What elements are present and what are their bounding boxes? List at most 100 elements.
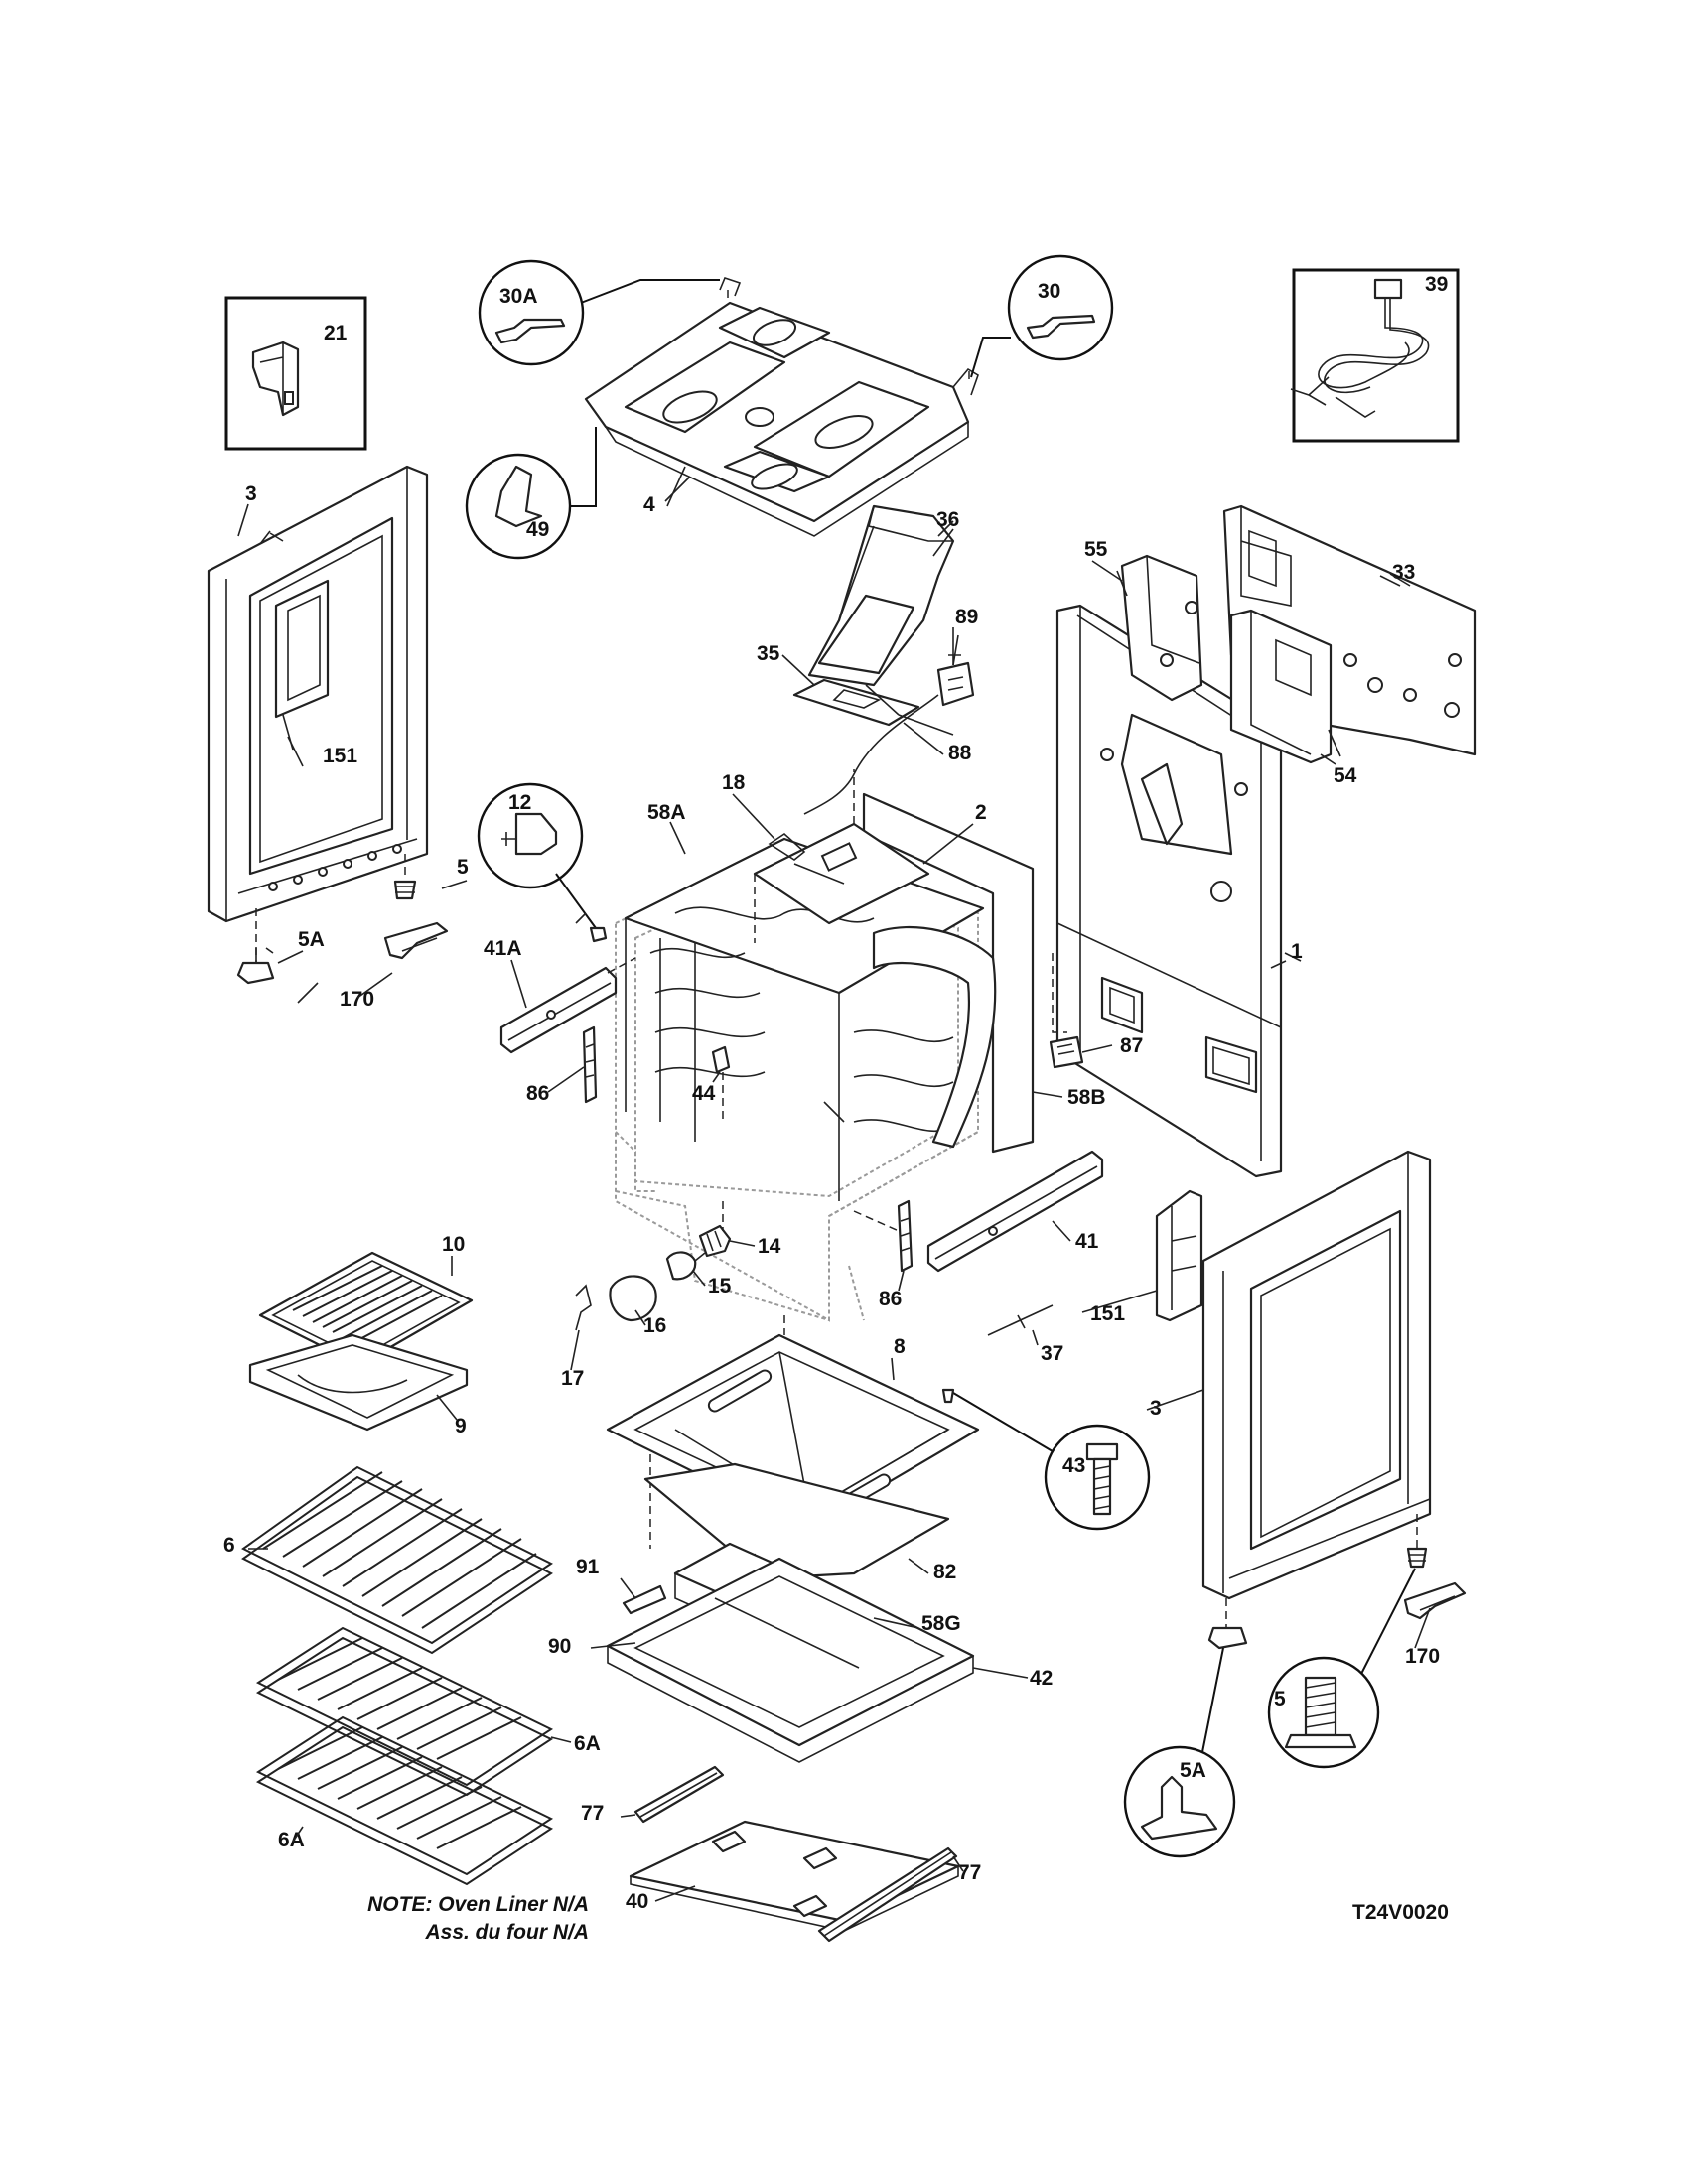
part-87-bracket (1049, 1035, 1084, 1069)
label-41: 41 (1075, 1230, 1099, 1253)
label-5-right: 5 (1274, 1688, 1286, 1710)
part-6A-rack-upper (255, 1626, 554, 1797)
oven-cavity (615, 842, 979, 1322)
label-170-right: 170 (1405, 1645, 1440, 1668)
label-4: 4 (643, 493, 655, 516)
label-55: 55 (1084, 538, 1108, 561)
label-18: 18 (722, 771, 746, 794)
label-17: 17 (561, 1367, 584, 1390)
part-6A-rack-lower (255, 1715, 554, 1886)
part-9-broil-pan (248, 1333, 469, 1432)
label-10: 10 (442, 1233, 465, 1256)
label-33: 33 (1392, 561, 1415, 584)
label-8: 8 (894, 1335, 906, 1358)
label-3-right: 3 (1150, 1397, 1162, 1420)
label-6A-lower: 6A (278, 1829, 305, 1851)
part-18-element (754, 769, 855, 943)
label-58G: 58G (921, 1612, 961, 1635)
label-41A: 41A (484, 937, 522, 960)
part-86-left (582, 1025, 598, 1104)
label-42: 42 (1030, 1667, 1053, 1690)
label-77-right: 77 (958, 1861, 981, 1884)
part-151-right (1155, 1189, 1203, 1322)
part-4-maintop (584, 277, 979, 537)
callout-49 (465, 427, 597, 560)
label-5A-left: 5A (298, 928, 325, 951)
label-5-left: 5 (457, 856, 469, 879)
note-line-2: Ass. du four N/A (424, 1921, 589, 1944)
label-16: 16 (643, 1314, 666, 1337)
label-36: 36 (936, 508, 959, 531)
label-82: 82 (933, 1561, 956, 1583)
leader-lines (259, 466, 1401, 1123)
part-36-vent (807, 504, 955, 687)
part-82-deflector (643, 1462, 950, 1580)
part-2-top-cover (753, 822, 930, 925)
label-37: 37 (1041, 1342, 1063, 1365)
label-88: 88 (948, 742, 972, 764)
diagram-code: T24V0020 (1352, 1901, 1449, 1924)
label-49: 49 (526, 518, 549, 541)
part-42-drawer-frame (606, 1557, 975, 1763)
label-2: 2 (975, 801, 987, 824)
part-21-inset (224, 296, 367, 451)
part-55-shield (1120, 554, 1203, 702)
label-58A: 58A (647, 801, 686, 824)
label-91: 91 (576, 1556, 600, 1578)
part-39-inset (1290, 268, 1460, 443)
label-89: 89 (955, 606, 978, 628)
part-3-right-panel (1201, 1150, 1432, 1600)
label-21: 21 (324, 322, 348, 344)
callout-12 (477, 782, 608, 943)
label-170-left: 170 (340, 988, 374, 1011)
label-14: 14 (758, 1235, 781, 1258)
label-151-left: 151 (323, 745, 357, 767)
part-77-slide-right (817, 1846, 958, 1943)
label-30A: 30A (499, 285, 538, 308)
label-6: 6 (223, 1534, 235, 1557)
part-35-plate (792, 678, 920, 727)
part-6-rack (241, 1465, 553, 1655)
label-54: 54 (1334, 764, 1357, 787)
label-86-left: 86 (526, 1082, 549, 1105)
part-1-back-panel (1052, 604, 1283, 1178)
label-1: 1 (1291, 940, 1303, 963)
label-12: 12 (508, 791, 531, 814)
right-legs (1207, 1514, 1467, 1650)
part-37-probe (987, 1304, 1054, 1336)
oven-light-parts (575, 1201, 732, 1331)
label-43: 43 (1062, 1454, 1085, 1477)
part-86-right (853, 1199, 914, 1273)
part-33-panel (1222, 504, 1477, 756)
label-9: 9 (455, 1415, 467, 1437)
note-line-1: NOTE: Oven Liner N/A (367, 1893, 589, 1916)
part-3-left-panel (207, 465, 429, 923)
callout-43 (941, 1388, 1151, 1531)
label-58B: 58B (1067, 1086, 1106, 1109)
part-91-bracket (622, 1584, 667, 1615)
callout-5-right (1267, 1568, 1416, 1769)
part-44-sensor (711, 1045, 731, 1122)
label-39: 39 (1425, 273, 1448, 296)
label-35: 35 (757, 642, 780, 665)
callout-5A-right (1123, 1647, 1236, 1858)
label-151-right: 151 (1090, 1302, 1125, 1325)
label-44: 44 (692, 1082, 716, 1105)
part-89-switch (803, 634, 975, 815)
left-legs (236, 854, 449, 985)
label-77-left: 77 (581, 1802, 604, 1825)
label-30: 30 (1038, 280, 1060, 303)
label-15: 15 (708, 1275, 732, 1297)
label-3-left: 3 (245, 482, 257, 505)
label-86-right: 86 (879, 1288, 902, 1310)
part-77-slide-left (633, 1765, 725, 1824)
label-87: 87 (1120, 1034, 1143, 1057)
label-90: 90 (548, 1635, 571, 1658)
label-40: 40 (626, 1890, 648, 1913)
part-54-shield (1229, 609, 1333, 764)
part-41-rail (926, 1150, 1104, 1273)
callout-30 (970, 254, 1114, 378)
label-5A-right: 5A (1180, 1759, 1206, 1782)
callout-30A (478, 259, 720, 366)
